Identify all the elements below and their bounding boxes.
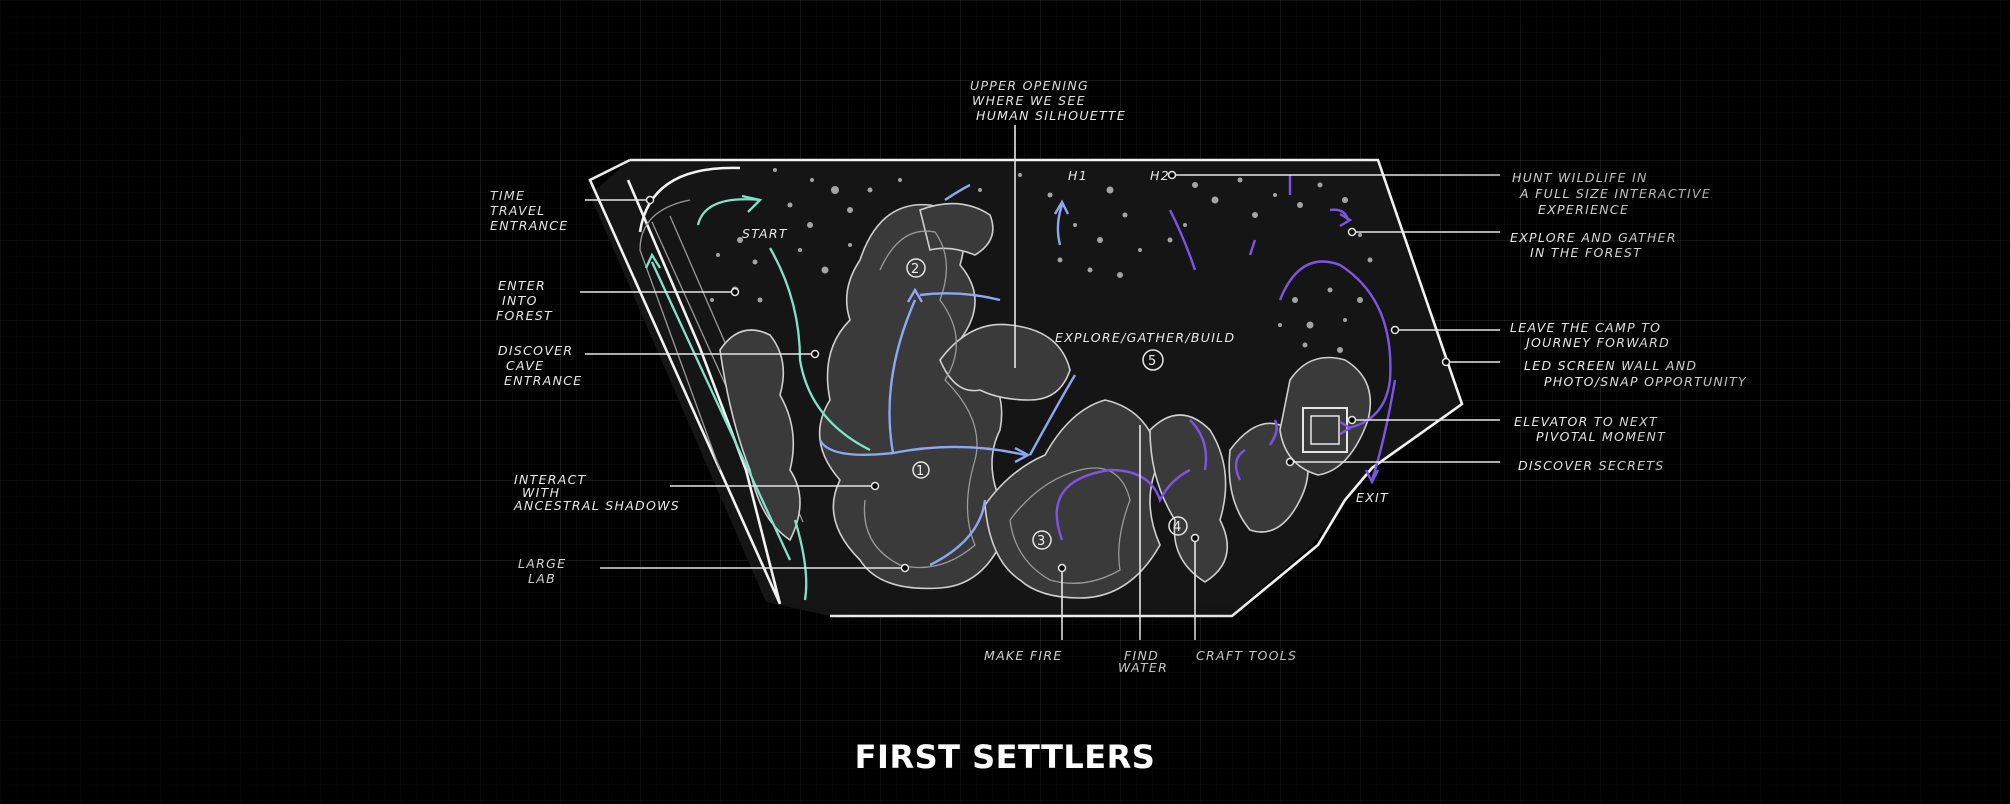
label-discover-secrets: DISCOVER SECRETS (1518, 458, 1664, 473)
svg-text:3: 3 (1037, 534, 1045, 549)
label-start: START (742, 226, 788, 241)
svg-text:2: 2 (911, 262, 919, 277)
svg-text:5: 5 (1148, 354, 1156, 369)
page-title: FIRST SETTLERS (854, 738, 1156, 776)
label-h1: H1 (1068, 168, 1088, 183)
label-h2: H2 (1150, 168, 1170, 183)
svg-text:1: 1 (916, 464, 924, 479)
label-make-fire: MAKE FIRE (984, 648, 1063, 663)
rock-formation-north (919, 202, 994, 256)
label-craft-tools: CRAFT TOOLS (1196, 648, 1297, 663)
svg-text:4: 4 (1173, 520, 1181, 535)
label-exit: EXIT (1356, 490, 1389, 505)
label-explore-gather-build: EXPLORE/GATHER/BUILD (1055, 330, 1235, 345)
